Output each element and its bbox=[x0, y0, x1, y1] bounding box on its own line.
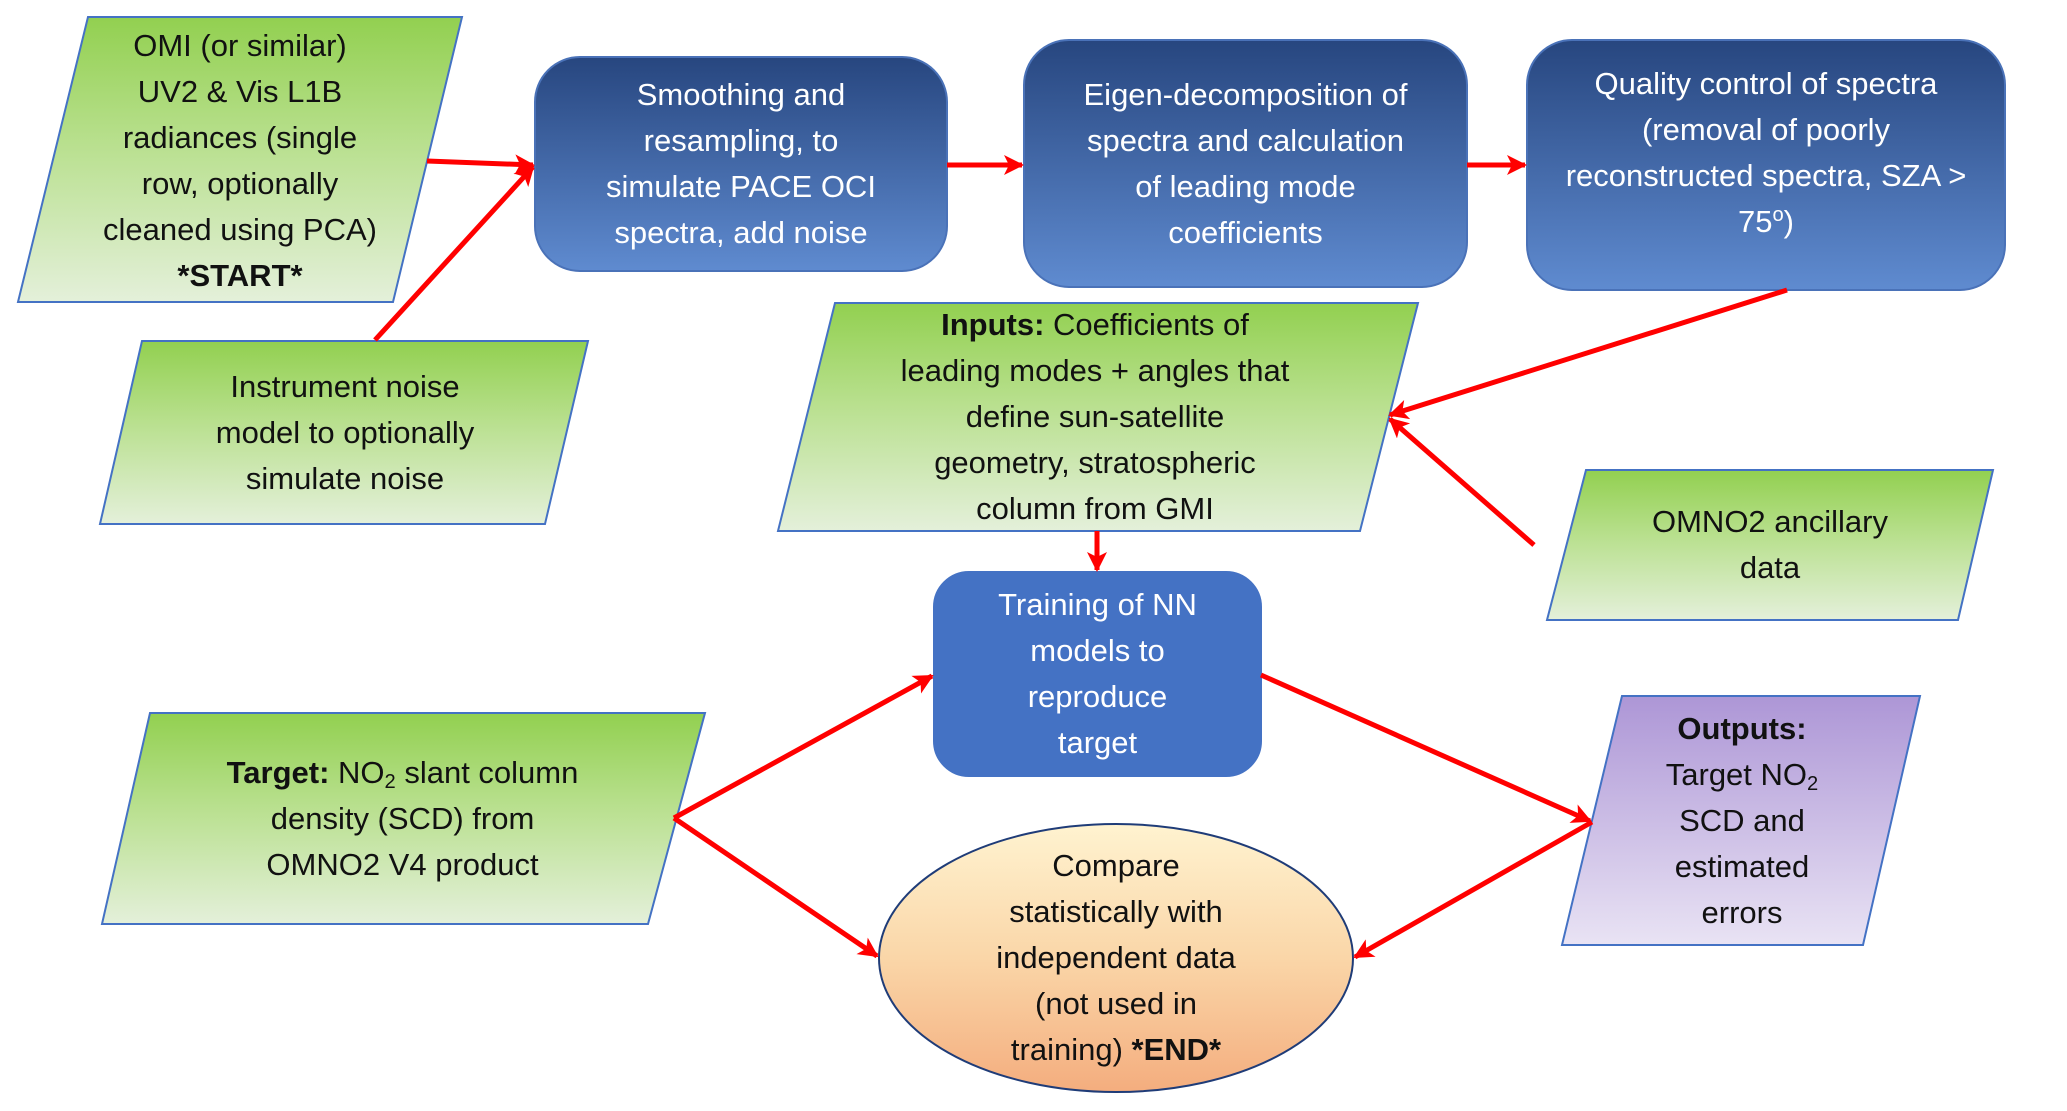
training-shape bbox=[933, 571, 1262, 777]
arrow-target-to-compare bbox=[672, 815, 879, 959]
compare-shape bbox=[878, 823, 1354, 1093]
arrow-outputs-to-compare bbox=[1353, 819, 1594, 960]
arrow-noise-to-smoothing bbox=[373, 165, 535, 342]
target-shape bbox=[100, 712, 707, 925]
outputs-shape bbox=[1560, 695, 1922, 946]
omi-input-shape bbox=[16, 16, 464, 303]
noise-model-shape bbox=[98, 340, 590, 525]
omno2-ancillary-shape bbox=[1545, 469, 1995, 621]
arrow-training-to-outputs bbox=[1259, 672, 1592, 824]
arrow-qc-to-inputs bbox=[1388, 287, 1788, 420]
arrow-omi-to-smoothing bbox=[426, 154, 535, 175]
inputs-shape bbox=[776, 302, 1420, 532]
smoothing-shape bbox=[534, 56, 948, 272]
arrow-omno2-to-inputs bbox=[1388, 417, 1536, 547]
eigen-shape bbox=[1023, 39, 1468, 288]
arrow-target-to-training bbox=[672, 673, 934, 821]
quality-control-shape bbox=[1526, 39, 2006, 291]
